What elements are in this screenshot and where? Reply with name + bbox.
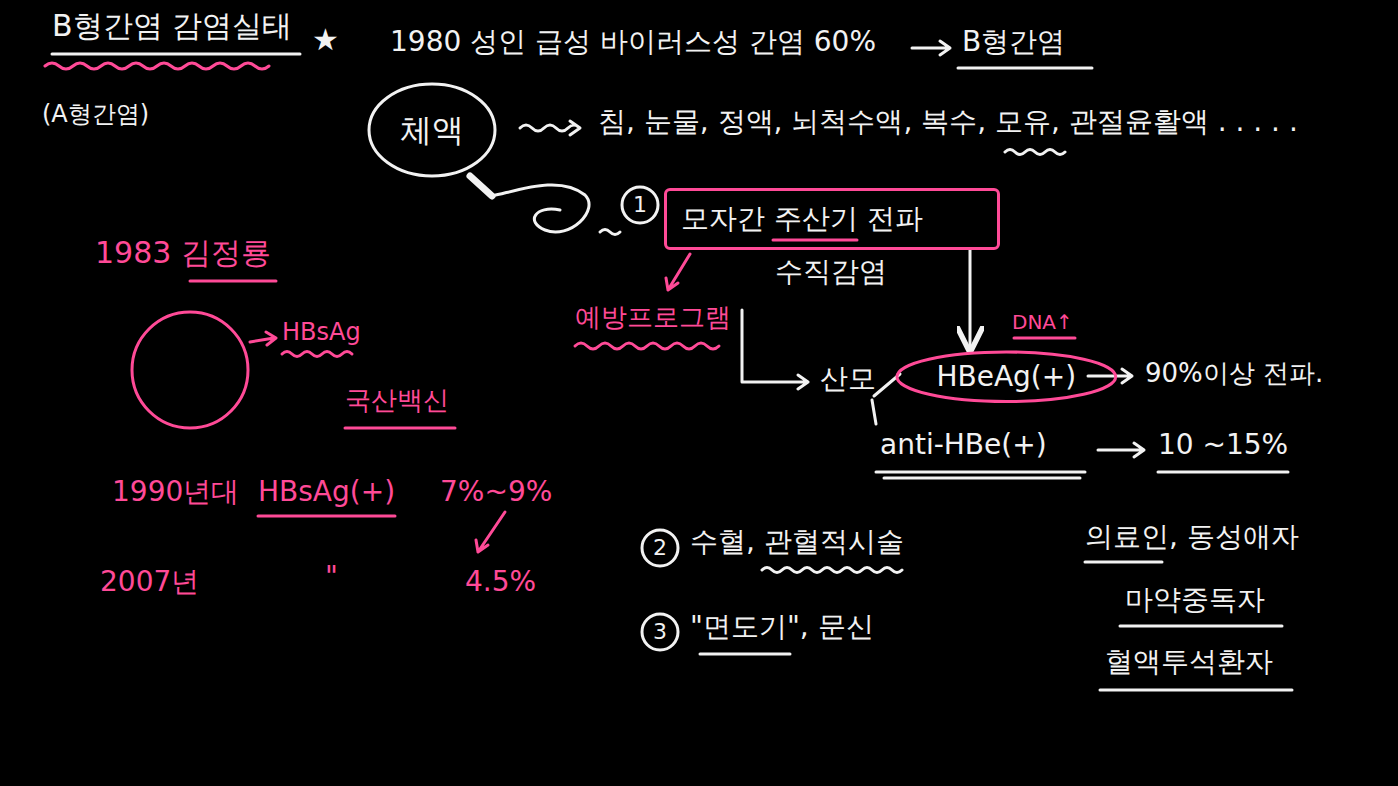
note-text: B형간염 (962, 25, 1065, 59)
note-text: "면도기", 문신 (690, 610, 874, 644)
note-text: 2007년 (100, 565, 199, 599)
ellipse-node: 체액 (367, 82, 497, 178)
underline (700, 653, 790, 656)
node-text: 모자간 주산기 전파 (667, 202, 923, 236)
branch-line (872, 400, 876, 424)
note-text: 4.5% (465, 565, 536, 599)
ellipse-node: HBeAg(+) (895, 350, 1118, 404)
number-circle (622, 187, 658, 223)
underline (1100, 689, 1292, 692)
wavy-underline (1005, 150, 1065, 155)
underline (1120, 625, 1282, 628)
particle-circle (132, 312, 248, 428)
note-text: 10 ~15% (1158, 428, 1288, 462)
note-text: 침, 눈물, 정액, 뇌척수액, 복수, 모유, 관절윤활액 . . . . . (598, 105, 1298, 139)
number-circle (642, 530, 678, 566)
wavy-underline (282, 352, 352, 357)
loop-stroke (492, 185, 589, 232)
process-box: 모자간 주산기 전파 (664, 188, 1000, 250)
wavy-underline (762, 568, 902, 573)
underline (958, 67, 1092, 70)
arrow (250, 332, 276, 345)
underline (258, 515, 395, 518)
note-text: 의료인, 동성애자 (1085, 520, 1299, 554)
note-text: anti-HBe(+) (880, 428, 1047, 462)
arrow (476, 512, 505, 552)
number-circle (642, 614, 678, 650)
wavy-arrow (520, 121, 580, 135)
note-text: DNA↑ (1012, 310, 1073, 334)
node-text: HBeAg(+) (936, 360, 1076, 394)
note-text: " (325, 560, 338, 594)
title-text: B형간염 감염실태 (52, 8, 292, 44)
underline (1085, 561, 1162, 564)
note-text: 마약중독자 (1125, 583, 1265, 617)
connector-arrow (969, 250, 972, 350)
ellipse-outline (897, 352, 1116, 402)
arrow (742, 310, 808, 389)
note-text: 7%~9% (440, 475, 552, 509)
arrow (666, 254, 690, 290)
wavy-underline (45, 63, 269, 69)
note-text: 1983 김정룡 (95, 235, 271, 271)
double-underline (876, 472, 1085, 478)
callout-number: 1 (633, 192, 647, 218)
callout-number: 2 (653, 535, 667, 561)
arrow (1098, 443, 1144, 457)
magnifier-handle (470, 176, 492, 196)
underline (1158, 471, 1288, 474)
note-text: 1990년대 (112, 475, 239, 509)
note-text: 산모 (820, 362, 876, 396)
wavy-underline (575, 343, 719, 349)
underline (345, 427, 455, 430)
note-text: HBsAg (282, 318, 361, 347)
note-text: 90%이상 전파. (1145, 358, 1323, 389)
note-text: HBsAg(+) (258, 475, 395, 509)
arrow (912, 41, 950, 55)
note-text: 혈액투석환자 (1105, 645, 1273, 679)
callout-number: 3 (653, 619, 667, 645)
note-text: 1980 성인 급성 바이러스성 간염 60% (390, 25, 876, 59)
node-text: 체액 (400, 111, 464, 149)
note-text: 국산백신 (345, 385, 449, 416)
note-text: ★ (312, 22, 339, 58)
underline (1014, 337, 1075, 340)
tilde (600, 230, 620, 235)
underline (773, 239, 857, 242)
note-text: 수혈, 관혈적시술 (690, 525, 904, 559)
ellipse-outline (369, 84, 495, 176)
note-text: 예방프로그램 (575, 302, 731, 333)
note-text: 수직감염 (775, 255, 887, 289)
note-text: (A형간염) (42, 100, 149, 129)
underline (190, 280, 276, 283)
arrow (1088, 369, 1132, 383)
underline (52, 53, 300, 56)
